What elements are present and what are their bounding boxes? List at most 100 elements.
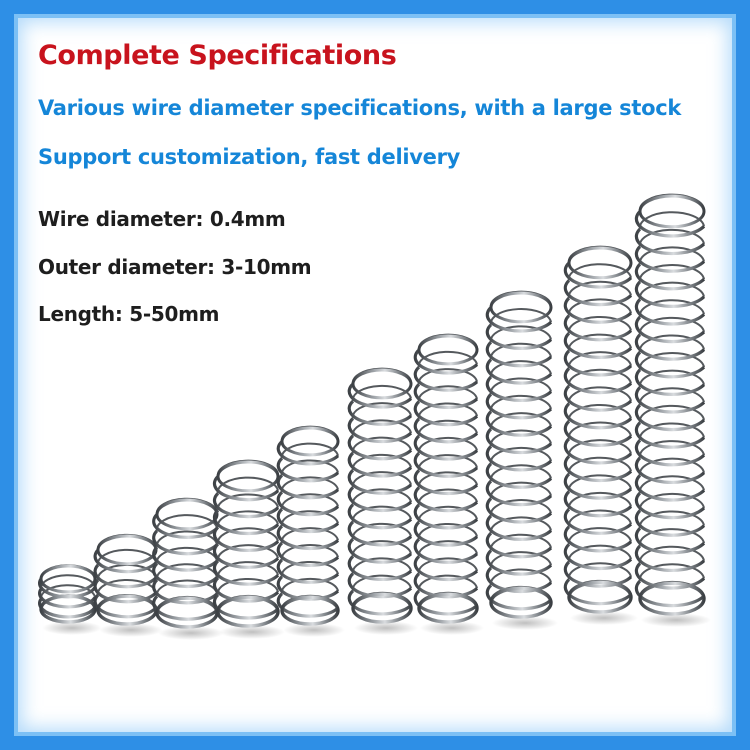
spring-4-shadow — [219, 625, 285, 639]
spring-8-coil-front — [485, 306, 553, 333]
spring-1 — [37, 564, 102, 635]
spring-9-coil-front — [563, 455, 633, 483]
spring-8-coil-back — [489, 446, 552, 464]
spring-9-coil-front — [563, 472, 633, 500]
spring-10-coil-back — [638, 528, 705, 547]
spring-6-coil-front — [347, 451, 413, 478]
spring-10-coil-front — [634, 227, 706, 256]
spring-5-coil-front — [276, 474, 340, 500]
spring-9-coil-front — [563, 420, 633, 447]
spring-9-bottom-ring — [567, 580, 633, 614]
spring-5-coil-back — [280, 476, 339, 493]
spring-7-coil-back — [417, 522, 478, 540]
spring-8-coil-back — [489, 516, 552, 534]
spring-5-bottom-ring — [280, 595, 340, 626]
spring-6-coil-back — [351, 557, 412, 574]
spring-9-coil-back — [567, 403, 632, 422]
spring-5-coil-front — [276, 592, 340, 618]
spring-7-coil-back — [417, 574, 478, 592]
spring-7-coil-front — [413, 348, 479, 375]
spring-4-coil-front — [212, 509, 280, 536]
spring-9-coil-back — [567, 280, 632, 299]
spring-7-coil-back — [417, 350, 478, 368]
spring-8-coil-front — [485, 462, 553, 489]
spring-10-coil-front — [634, 544, 706, 572]
spring-4-coil-front — [212, 492, 280, 519]
spring-1-shadow — [42, 621, 102, 635]
spring-10-coil-back — [638, 404, 705, 423]
spring-10-top-ring — [638, 194, 706, 229]
spring-7 — [413, 333, 484, 635]
spring-9-coil-back — [567, 421, 632, 439]
spring-10-coil-front — [634, 491, 706, 520]
spring-10-coil-front — [634, 315, 706, 344]
spring-5-shadow — [283, 623, 345, 637]
spring-8-coil-back — [489, 342, 552, 360]
spring-5-coil-front — [276, 524, 340, 550]
spring-9-coil-front — [563, 437, 633, 465]
spring-10-coil-back — [638, 352, 705, 370]
spring-4-coil-front — [212, 559, 280, 586]
spring-8-coil-back — [489, 412, 552, 430]
spring-4-bottom-ring — [216, 595, 280, 628]
spring-7-coil-front — [413, 383, 479, 409]
subtitle-stock: Various wire diameter specifications, wi… — [38, 96, 682, 120]
spring-10-coil-back — [638, 457, 705, 476]
spring-5-coil-back — [280, 493, 339, 510]
spring-5-coil-front — [276, 440, 340, 466]
spring-5-coil-back — [280, 527, 339, 544]
spring-4 — [212, 459, 285, 639]
spring-10-coil-front — [634, 456, 706, 484]
spring-7-coil-front — [413, 520, 479, 547]
spring-10 — [634, 193, 712, 627]
spring-5-coil-back — [280, 442, 339, 459]
spring-10-coil-back — [638, 440, 705, 458]
spring-10-coil-back — [638, 369, 705, 388]
spring-2-coil-front — [93, 548, 158, 574]
spring-3-coil-back — [155, 546, 218, 564]
spring-10-coil-back — [638, 510, 705, 529]
spring-6-coil-front — [347, 486, 413, 513]
spring-10-coil-back — [638, 246, 705, 265]
spring-10-bottom-ring — [638, 581, 706, 616]
spring-3-coil-back — [155, 563, 218, 581]
spring-7-coil-front — [413, 486, 479, 513]
spring-6-top-ring — [351, 368, 413, 400]
spring-7-coil-back — [417, 540, 478, 557]
spring-6-shadow — [354, 621, 418, 635]
spring-5-coil-back — [280, 459, 339, 476]
spring-6 — [347, 367, 418, 635]
spring-8-coil-back — [489, 429, 552, 447]
spring-9-coil-front — [563, 578, 633, 606]
spring-7-coil-back — [417, 505, 478, 523]
spring-10-coil-back — [638, 281, 705, 300]
spring-5-coil-front — [276, 575, 340, 601]
spring-9-coil-back — [567, 439, 632, 457]
spring-6-coil-back — [351, 419, 412, 436]
spring-8-coil-front — [485, 427, 553, 455]
spring-10-coil-front — [634, 263, 706, 291]
spring-10-coil-front — [634, 474, 706, 502]
spring-10-coil-back — [638, 422, 705, 441]
spring-9-coil-front — [563, 543, 633, 571]
spring-8-coil-front — [485, 531, 553, 559]
spring-10-coil-front — [634, 245, 706, 273]
spring-9-coil-back — [567, 509, 632, 527]
spring-8-coil-front — [485, 393, 553, 420]
spring-6-coil-back — [351, 453, 412, 471]
spring-6-coil-back — [351, 436, 412, 454]
spring-10-coil-back — [638, 334, 705, 353]
spring-5-top-ring — [280, 426, 340, 457]
spring-7-coil-back — [417, 471, 478, 488]
spring-8-coil-front — [485, 497, 553, 524]
spring-10-coil-back — [638, 492, 705, 511]
spring-6-coil-front — [347, 503, 413, 530]
spring-5-coil-back — [280, 544, 339, 561]
spring-4-coil-back — [216, 493, 279, 511]
spring-9-coil-front — [563, 261, 633, 289]
spring-10-coil-back — [638, 264, 705, 282]
spring-8-coil-front — [485, 549, 553, 576]
spring-3-coil-front — [152, 529, 219, 556]
spring-2 — [93, 533, 163, 637]
spring-8-coil-back — [489, 377, 552, 395]
